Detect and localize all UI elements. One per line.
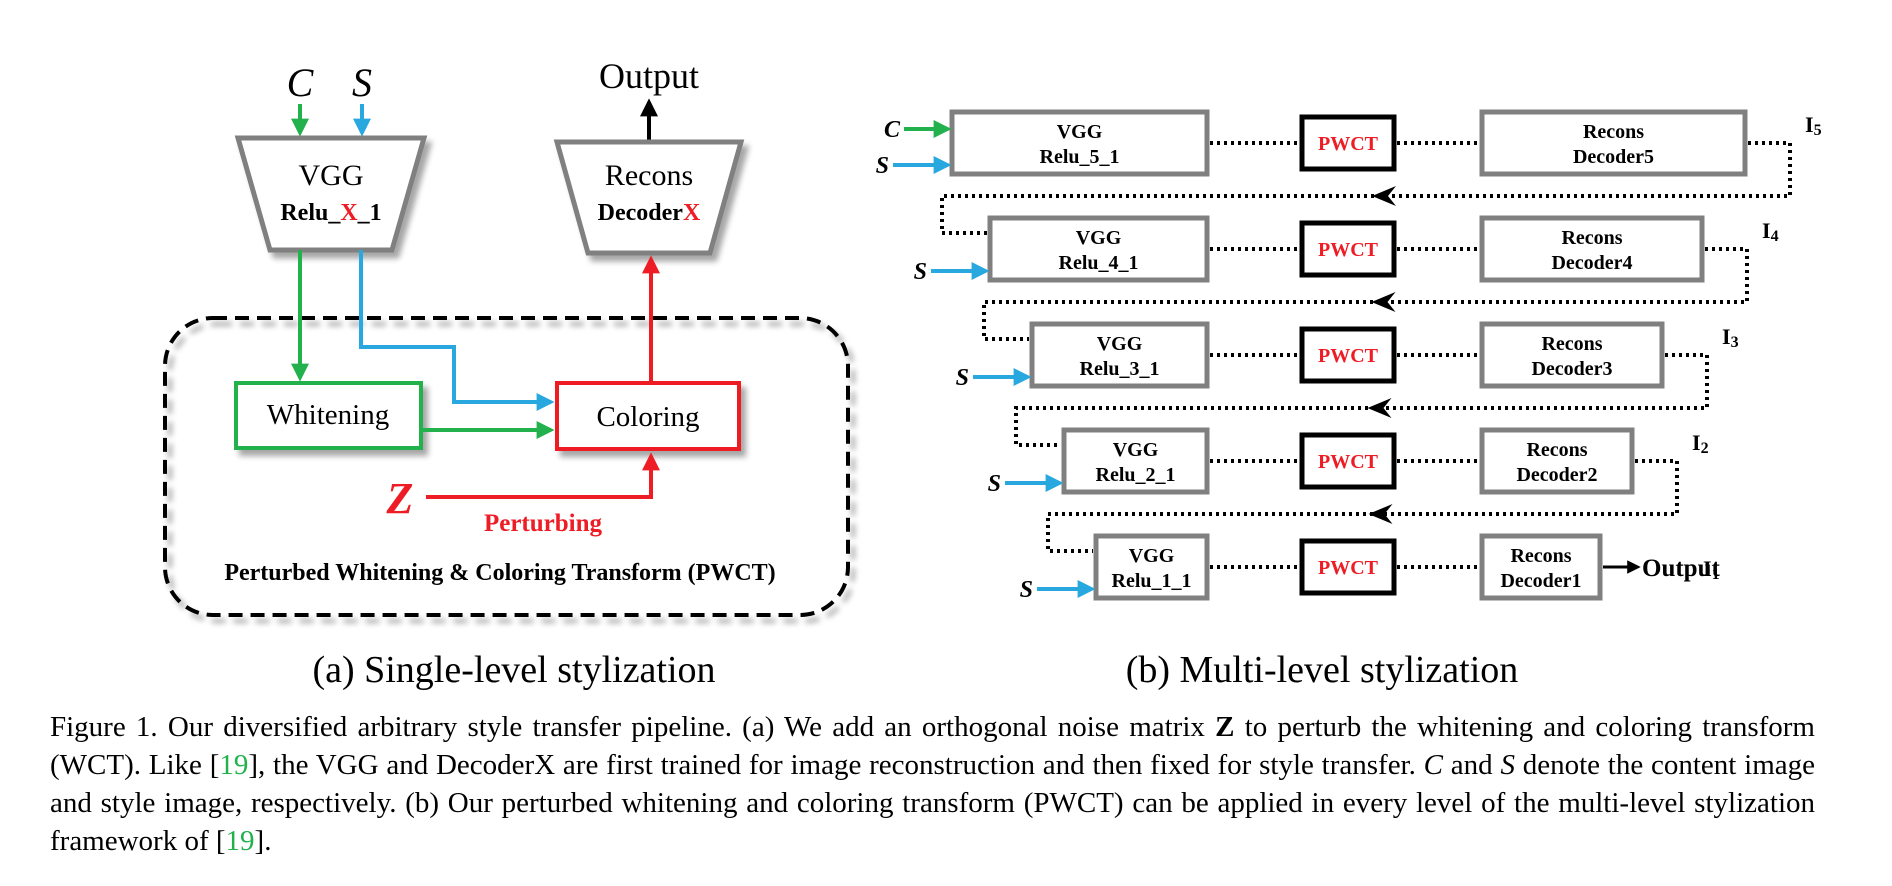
output-label: Output [599,56,699,96]
style-input-label: S [876,153,889,179]
decoder-name: Decoder1 [1500,570,1581,592]
final-output-label: Output [1642,555,1720,582]
vgg-block [1029,321,1210,389]
vgg-block [1093,533,1210,601]
whitening-block [234,381,423,450]
flow-arrowhead [1372,186,1396,206]
level-output-label: I3 [1722,324,1739,351]
input-c-label: C [287,60,315,105]
pwct-block [1299,220,1397,278]
perturbing-label: Perturbing [484,510,603,537]
decoder-title: Recons [1583,121,1644,143]
vgg-title: VGG [1097,333,1143,355]
vgg-encoder-layer: Relu_X_1 [280,200,381,226]
pwct-block [1299,114,1397,172]
vgg-layer-label: Relu_2_1 [1096,464,1176,486]
decoder-title: Recons [605,159,693,192]
recons-decoder-block [553,139,745,256]
decoder-name: Decoder3 [1531,358,1612,380]
panel-a-subtitle: (a) Single-level stylization [312,649,715,691]
panel-a: C S VGG Relu_X_1 Output Recons DecoderX … [163,56,850,691]
decoder-title: Recons [1510,545,1571,567]
recons-decoder-block [1479,109,1748,177]
figure-diagram: C S VGG Relu_X_1 Output Recons DecoderX … [163,56,1822,691]
vgg-layer-label: Relu_3_1 [1080,358,1160,380]
coloring-label: Coloring [596,401,699,433]
decoder-name: Decoder5 [1573,146,1654,168]
pwct-label: PWCT [1318,239,1379,261]
vgg-layer-label: Relu_4_1 [1059,252,1139,274]
vgg-block [987,215,1210,283]
pwct-label: PWCT [1318,557,1379,579]
recons-decoder-block [1479,321,1665,389]
feedback-connector [1046,459,1679,553]
pwct-block [1299,432,1397,490]
input-s-label: S [352,60,372,105]
pwct-label: PWCT [1318,451,1379,473]
level-output-label: I2 [1692,430,1709,457]
feedback-connector [1014,353,1709,447]
citation-link[interactable]: 19 [219,749,249,781]
pwct-block [1299,538,1397,596]
level-output-label: I4 [1762,218,1779,245]
vgg-layer-label: Relu_1_1 [1112,570,1192,592]
whitening-label: Whitening [267,399,389,431]
flow-arrowhead [1368,504,1393,524]
pwct-label: PWCT [1318,345,1379,367]
panel-b-subtitle: (b) Multi-level stylization [1126,649,1519,691]
feedback-connector [940,141,1792,235]
decoder-name: Decoder4 [1551,252,1632,274]
style-input-label: S [956,365,969,391]
vgg-title: VGG [1113,439,1159,461]
decoder-title: Recons [1561,227,1622,249]
feedback-connector [982,247,1749,341]
recons-decoder-block [1479,427,1635,495]
vgg-encoder-block [234,135,428,253]
decoder-title: Recons [1541,333,1602,355]
vgg-block [1061,427,1210,495]
vgg-layer-label: Relu_5_1 [1040,146,1120,168]
decoder-name: DecoderX [598,200,701,226]
noise-to-coloring-arrow [426,452,660,499]
vgg-title: VGG [1057,121,1103,143]
style-to-coloring-arrow [359,250,555,411]
pwct-label: PWCT [1318,133,1379,155]
citation-link[interactable]: 19 [225,825,255,857]
pwct-container [163,316,850,617]
flow-arrowhead [1367,398,1392,418]
decoder-name: Decoder2 [1516,464,1597,486]
noise-z-label: Z [386,474,414,523]
vgg-title: VGG [1076,227,1122,249]
style-input-label: S [988,471,1001,497]
decoder-title: Recons [1526,439,1587,461]
recons-decoder-block [1479,533,1603,601]
panel-b: (b) Multi-level stylization VGGRelu_5_1P… [876,109,1822,691]
pwct-block [1299,326,1397,384]
coloring-block [555,381,741,451]
vgg-title: VGG [1129,545,1175,567]
content-input-label: C [884,117,901,143]
style-input-label: S [914,259,927,285]
flow-arrowhead [1371,292,1396,312]
level-output-label: I5 [1805,112,1822,139]
figure-caption: Figure 1. Our diversified arbitrary styl… [50,711,1815,857]
vgg-block [949,109,1210,177]
style-input-label: S [1020,577,1033,603]
recons-decoder-block [1479,215,1705,283]
vgg-encoder-title: VGG [299,159,364,192]
level-output-label: I1 [1703,556,1720,583]
pwct-container-label: Perturbed Whitening & Coloring Transform… [224,560,775,586]
